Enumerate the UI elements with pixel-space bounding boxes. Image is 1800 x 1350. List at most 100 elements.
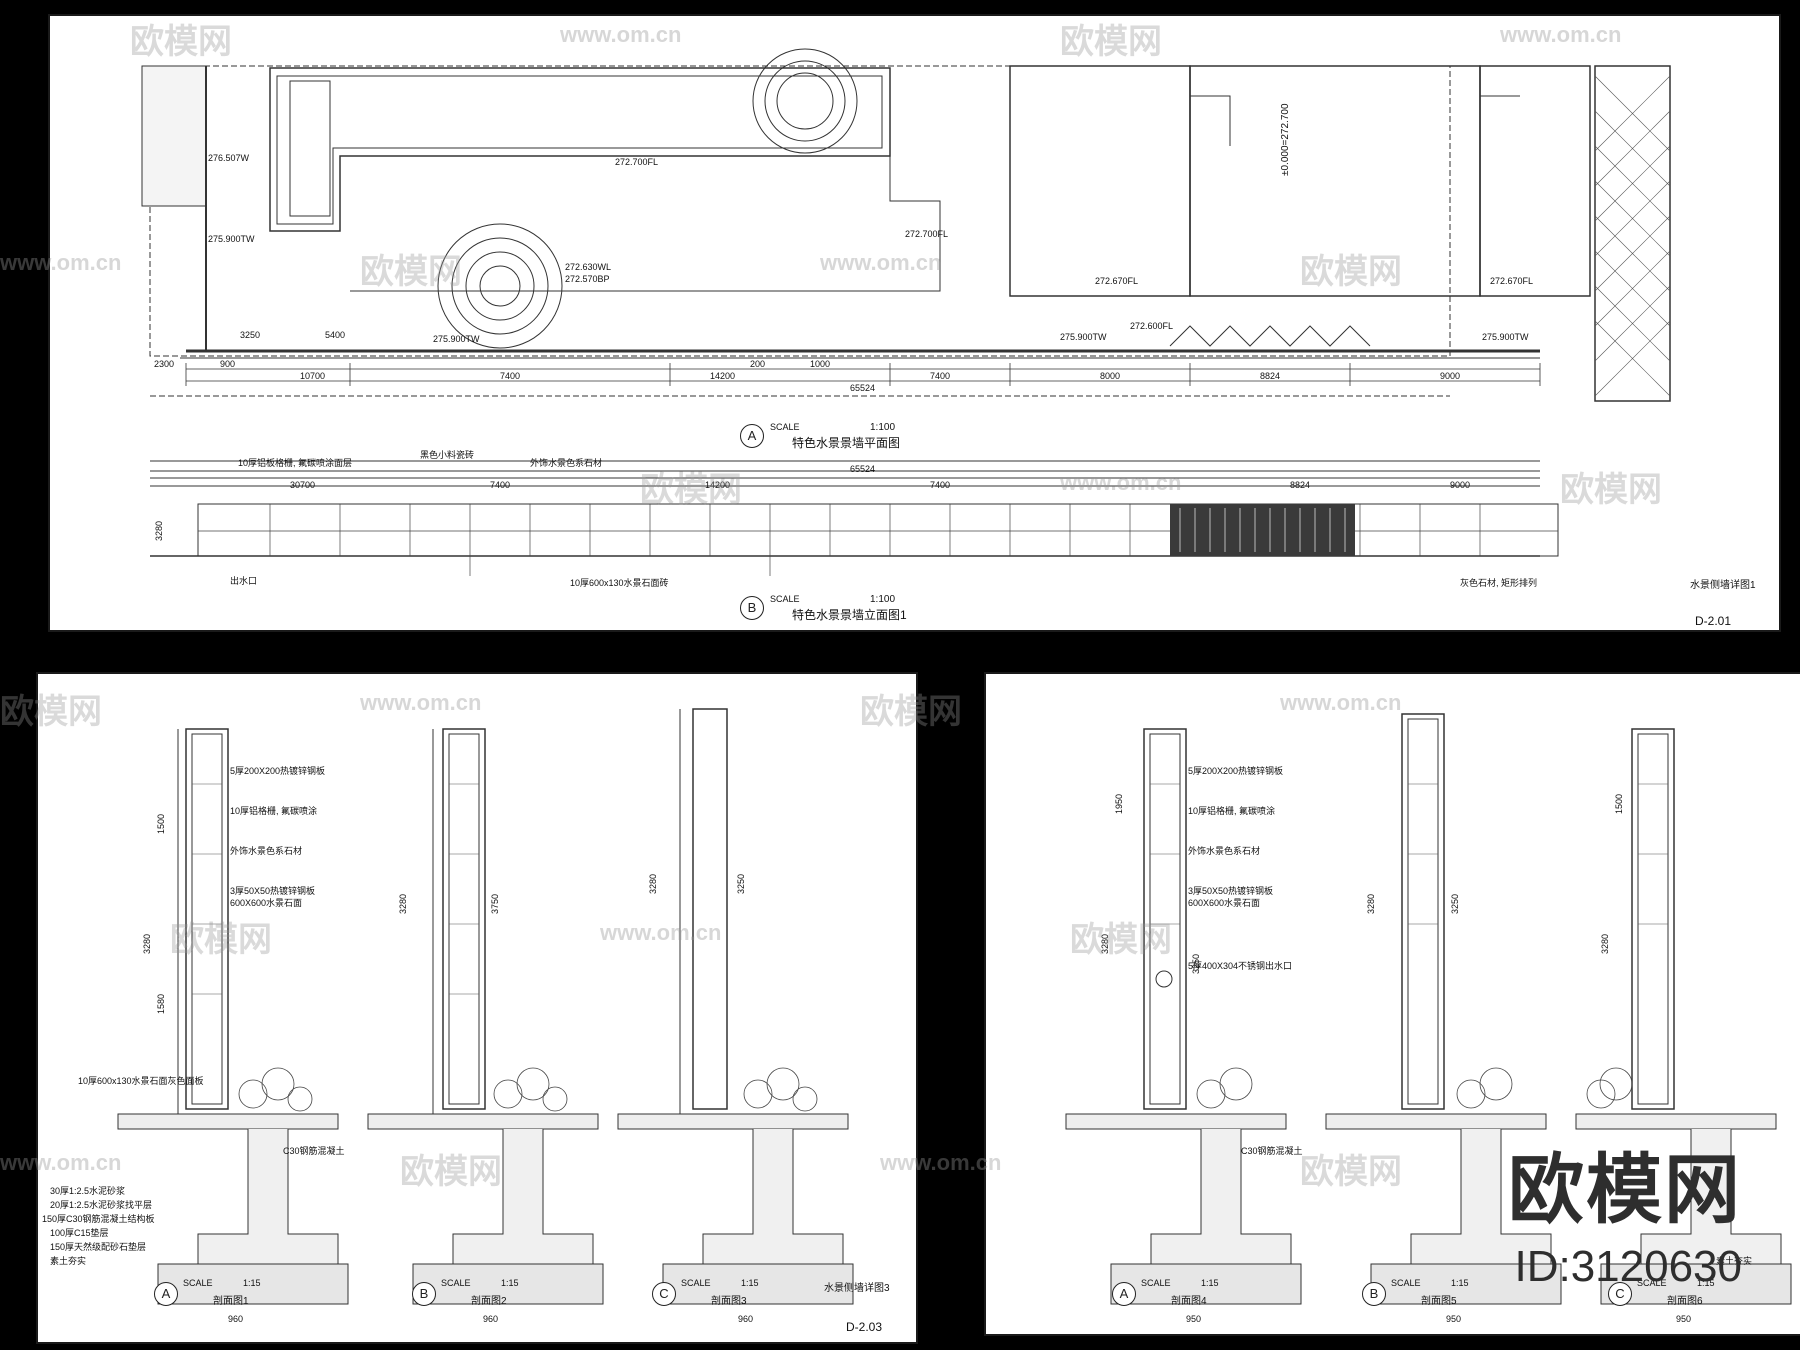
watermark: 欧模网 — [860, 693, 962, 731]
section-dim: 960 — [483, 1314, 499, 1324]
plan-drawing — [141, 48, 1671, 576]
section-note: 素土夯实 — [1716, 1256, 1753, 1266]
plan-dim: 3250 — [240, 330, 261, 340]
section-dim: 3280 — [398, 893, 408, 914]
scale-value: 1:15 — [243, 1278, 261, 1288]
plan-dim: 9000 — [1440, 371, 1461, 381]
level-label: 272.670FL — [1095, 276, 1139, 286]
watermark: 欧模网 — [1060, 23, 1162, 61]
elev-dim: 7400 — [930, 480, 951, 490]
watermark: 欧模网 — [400, 1153, 502, 1191]
section-note: 20厚1:2.5水泥砂浆找平层 — [50, 1200, 153, 1210]
scale-value: 1:15 — [1451, 1278, 1469, 1288]
section-marker: A — [1112, 1282, 1136, 1306]
scale-value: 1:100 — [870, 422, 896, 433]
level-label: 272.700FL — [905, 229, 949, 239]
scale-label: SCALE — [1141, 1278, 1171, 1288]
section-dim: 960 — [738, 1314, 754, 1324]
watermark: 欧模网 — [1300, 1153, 1402, 1191]
section-drawings-right — [1065, 713, 1792, 1305]
level-label: 275.900TW — [208, 234, 255, 244]
plan-marker: A — [740, 424, 764, 448]
elevation-title: 特色水景景墙立面图1 — [792, 608, 907, 622]
watermark-url: www.om.cn — [600, 920, 722, 945]
watermark: 欧模网 — [1070, 921, 1172, 959]
water-curtain-panel — [1170, 504, 1355, 556]
watermark: 欧模网 — [170, 921, 272, 959]
section-note: 10厚铝格栅, 氟碳喷涂 — [1188, 806, 1276, 816]
plan-dim: 10700 — [300, 371, 326, 381]
watermark: 欧模网 — [1560, 471, 1662, 509]
scale-label: SCALE — [770, 422, 800, 432]
level-label: 276.507W — [208, 153, 250, 163]
scale-label: SCALE — [183, 1278, 213, 1288]
section-note: 外饰水景色系石材 — [1188, 846, 1261, 856]
scale-label: SCALE — [441, 1278, 471, 1288]
watermark-url: www.om.cn — [360, 690, 482, 715]
watermark: 欧模网 — [0, 693, 102, 731]
elev-dim: 7400 — [490, 480, 511, 490]
section-note: 5厚400X304不锈钢出水口 — [1188, 961, 1293, 971]
section-note: C30钢筋混凝土 — [283, 1146, 345, 1156]
elev-dim: 9000 — [1450, 480, 1471, 490]
section-note: 600X600水景石面 — [230, 898, 303, 908]
watermark: 欧模网 — [360, 253, 462, 291]
plan-sheet: 276.507W 272.700FL 272.630WL 272.570BP 2… — [48, 14, 1781, 632]
watermark-url: www.om.cn — [1500, 22, 1622, 47]
section-note: 150厚C30钢筋混凝土结构板 — [42, 1214, 155, 1224]
section-marker: A — [154, 1282, 178, 1306]
section-sheet-left: 5厚200X200热镀锌钢板 10厚铝格栅, 氟碳喷涂 外饰水景色系石材 3厚5… — [36, 672, 918, 1344]
elev-note: 黑色小料瓷砖 — [420, 450, 475, 460]
section-title: 剖面图3 — [711, 1296, 747, 1307]
section-dim: 1950 — [1114, 793, 1124, 814]
section-sheet-right: 5厚200X200热镀锌钢板 10厚铝格栅, 氟碳喷涂 外饰水景色系石材 3厚5… — [984, 672, 1800, 1336]
section-marker: C — [652, 1282, 676, 1306]
elev-dim: 30700 — [290, 480, 316, 490]
section-note: 3厚50X50热镀锌钢板 — [230, 886, 316, 896]
plan-dim: 200 — [750, 359, 766, 369]
elev-dim: 14200 — [705, 480, 731, 490]
elev-note: 灰色石材, 矩形排列 — [1460, 578, 1538, 588]
scale-value: 1:100 — [870, 594, 896, 605]
elev-note: 10厚600x130水景石面砖 — [570, 578, 669, 588]
elevation-marker: B — [740, 596, 764, 620]
section-dim: 1580 — [156, 993, 166, 1014]
level-label: 275.900TW — [1060, 332, 1107, 342]
section-title: 剖面图1 — [213, 1296, 249, 1307]
section-note: 素土夯实 — [50, 1256, 87, 1266]
section-title: 剖面图2 — [471, 1296, 507, 1307]
elev-dim-total: 65524 — [850, 464, 876, 474]
brand-logo: 欧模网 — [1508, 1148, 1742, 1233]
datum-label: ±0.000=272.700 — [1280, 103, 1291, 177]
plan-dim: 7400 — [500, 371, 521, 381]
section-dim: 3280 — [648, 873, 658, 894]
section-note: 3厚50X50热镀锌钢板 — [1188, 886, 1274, 896]
level-label: 272.670FL — [1490, 276, 1534, 286]
watermark-url: www.om.cn — [1060, 470, 1182, 495]
level-label: 272.570BP — [565, 274, 610, 284]
plan-dim-total: 65524 — [850, 383, 876, 393]
plan-dim: 8824 — [1260, 371, 1281, 381]
level-label: 272.600FL — [1130, 321, 1174, 331]
section-dim: 960 — [228, 1314, 244, 1324]
plan-dim: 8000 — [1100, 371, 1121, 381]
watermark-url: www.om.cn — [820, 250, 942, 275]
plan-dim: 7400 — [930, 371, 951, 381]
section-marker: C — [1608, 1282, 1632, 1306]
sheet-title: 水景侧墙详图3 — [824, 1283, 890, 1294]
section-title: 剖面图6 — [1667, 1296, 1703, 1307]
level-label: 275.900TW — [433, 334, 480, 344]
section-note: 600X600水景石面 — [1188, 898, 1261, 908]
section-note: 30厚1:2.5水泥砂浆 — [50, 1186, 126, 1196]
plan-dim: 14200 — [710, 371, 736, 381]
watermark: 欧模网 — [640, 471, 742, 509]
scale-label: SCALE — [770, 594, 800, 604]
plan-dim: 2300 — [154, 359, 175, 369]
watermark-url: www.om.cn — [0, 1150, 122, 1175]
section-dim: 3280 — [1366, 893, 1376, 914]
section-note: 5厚200X200热镀锌钢板 — [1188, 766, 1284, 776]
level-label: 272.630WL — [565, 262, 612, 272]
watermark: 欧模网 — [130, 23, 232, 61]
watermark-url: www.om.cn — [1280, 690, 1402, 715]
section-marker: B — [412, 1282, 436, 1306]
